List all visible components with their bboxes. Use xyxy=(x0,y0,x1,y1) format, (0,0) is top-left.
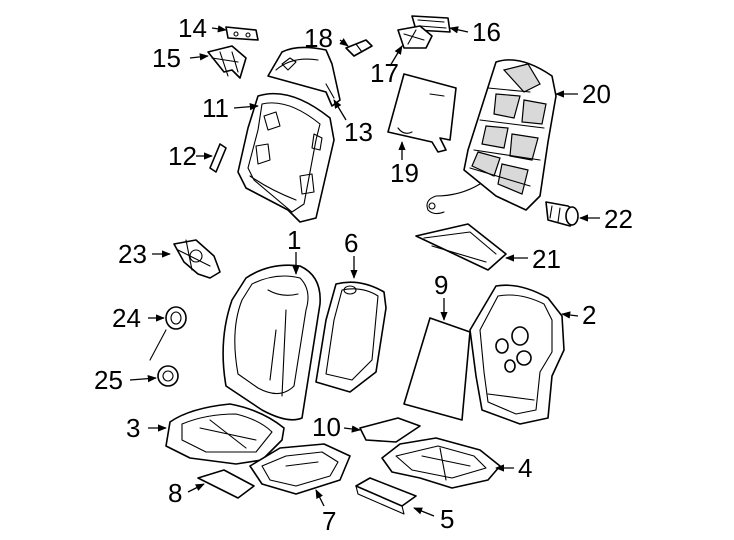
callout-21: 21 xyxy=(532,244,561,274)
callout-2: 2 xyxy=(582,300,596,330)
part-2-backrest-frame[interactable] xyxy=(469,284,565,425)
callout-20: 20 xyxy=(582,79,611,109)
callout-7: 7 xyxy=(322,506,336,536)
part-8-pad[interactable] xyxy=(197,469,255,499)
part-4-cushion-frame[interactable] xyxy=(381,437,501,489)
part-7-seat-pan[interactable] xyxy=(249,443,351,495)
part-17-connector[interactable] xyxy=(397,25,433,49)
part-3-cushion-cover[interactable] xyxy=(165,403,285,465)
callout-11: 11 xyxy=(202,93,229,123)
part-10-insert[interactable] xyxy=(359,417,421,443)
part-5-block[interactable] xyxy=(355,477,417,515)
part-6-back-panel[interactable] xyxy=(315,281,387,393)
callout-10: 10 xyxy=(312,412,341,442)
callout-14: 14 xyxy=(178,13,207,43)
callout-6: 6 xyxy=(344,228,358,258)
callout-4: 4 xyxy=(518,453,532,483)
part-18-clip[interactable] xyxy=(345,39,373,57)
part-11-seatback-frame[interactable] xyxy=(237,92,335,223)
part-15-hinge-bracket[interactable] xyxy=(207,45,247,79)
part-12-link[interactable] xyxy=(209,143,227,173)
callout-3: 3 xyxy=(126,413,140,443)
callout-18: 18 xyxy=(304,23,333,53)
callout-17: 17 xyxy=(370,58,399,88)
callout-8: 8 xyxy=(168,478,182,508)
callout-19: 19 xyxy=(390,158,419,188)
callout-22: 22 xyxy=(604,204,633,234)
part-19-back-panel[interactable] xyxy=(387,73,457,153)
callout-12: 12 xyxy=(168,141,197,171)
part-24-knob[interactable] xyxy=(149,306,187,361)
callout-13: 13 xyxy=(344,117,373,147)
part-9-panel[interactable] xyxy=(403,317,471,421)
callout-25: 25 xyxy=(94,365,123,395)
part-21-heating-mat[interactable] xyxy=(415,223,507,271)
callout-labels: 1 2 3 4 5 6 7 8 9 10 11 12 13 14 15 16 1… xyxy=(94,13,633,536)
leader-lines xyxy=(129,25,600,517)
part-14-bracket[interactable] xyxy=(225,26,259,41)
callout-24: 24 xyxy=(112,303,141,333)
part-23-recliner[interactable] xyxy=(173,239,221,279)
callout-9: 9 xyxy=(434,270,448,300)
callout-1: 1 xyxy=(287,225,301,255)
callout-5: 5 xyxy=(440,504,454,534)
callout-15: 15 xyxy=(152,43,181,73)
part-22-actuator[interactable] xyxy=(545,201,579,227)
callout-23: 23 xyxy=(118,239,147,269)
callout-16: 16 xyxy=(472,17,501,47)
part-20-backrest-foam[interactable] xyxy=(426,59,557,215)
part-1-seatback-cover[interactable] xyxy=(222,264,321,421)
part-25-knob[interactable] xyxy=(157,365,179,387)
